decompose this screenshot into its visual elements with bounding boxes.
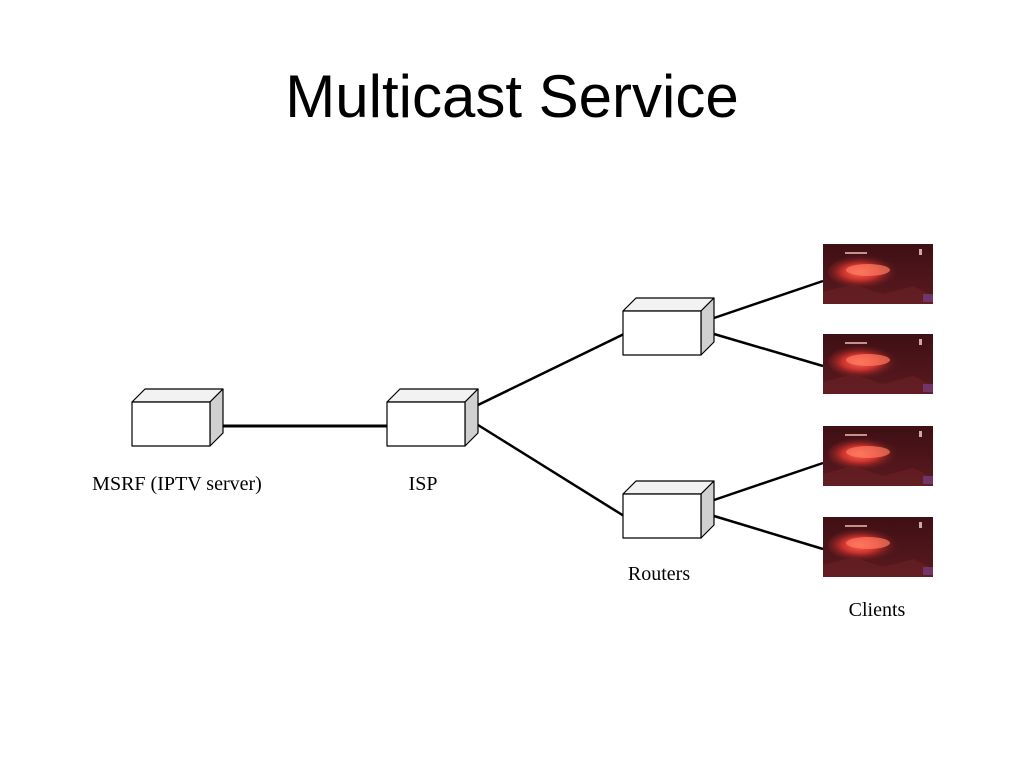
slide-title: Multicast Service <box>285 63 739 130</box>
routers-label: Routers <box>628 563 690 585</box>
tv-screen-icon <box>823 244 933 304</box>
server-label: MSRF (IPTV server) <box>92 473 262 495</box>
server-box-icon <box>131 388 224 447</box>
isp-label: ISP <box>409 473 438 495</box>
tv-screen-icon <box>823 426 933 486</box>
link-router-top-client-2 <box>713 332 824 368</box>
link-isp-router-bottom <box>477 423 625 518</box>
link-router-bottom-client-3 <box>713 461 824 502</box>
isp-router-box-icon <box>386 388 479 447</box>
tv-screen-icon <box>823 517 933 577</box>
router-top-box-icon <box>622 297 715 356</box>
client-screens <box>823 244 933 577</box>
link-router-top-client-1 <box>713 279 824 320</box>
link-isp-router-top <box>477 332 625 407</box>
clients-label: Clients <box>849 599 906 621</box>
tv-screen-icon <box>823 334 933 394</box>
link-router-bottom-client-4 <box>713 514 824 551</box>
connection-lines <box>222 279 824 551</box>
router-bottom-box-icon <box>622 480 715 539</box>
